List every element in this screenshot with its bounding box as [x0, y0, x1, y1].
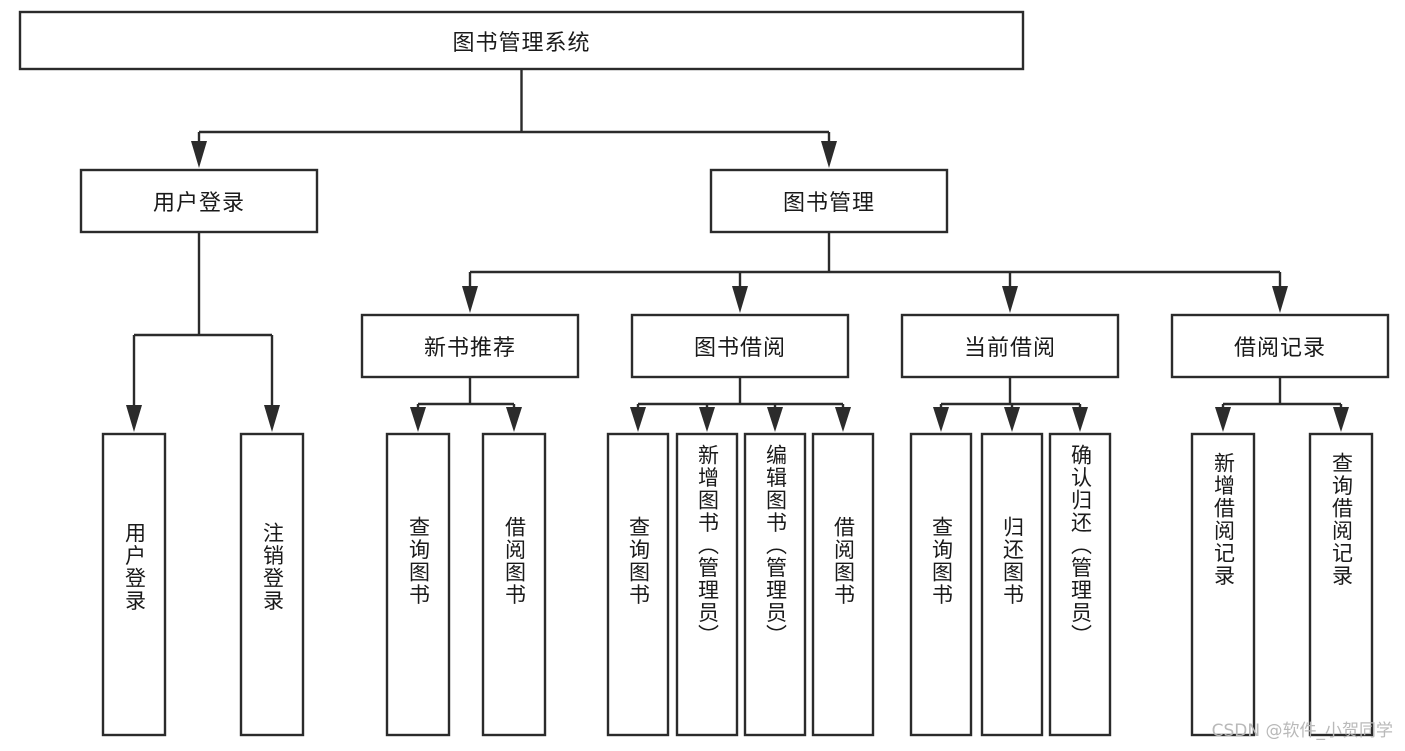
- node-box-bookmgmt[interactable]: [709, 168, 949, 234]
- connector-group-borrow: [630, 377, 851, 432]
- node-box-leaf-record-query[interactable]: [1308, 432, 1374, 737]
- connector-group-current: [933, 377, 1088, 432]
- node-box-leaf-current-query[interactable]: [909, 432, 973, 737]
- connector-group-login: [126, 232, 280, 432]
- arrow-cr-l2: [1004, 407, 1020, 432]
- node-box-leaf-user-login[interactable]: [101, 432, 167, 737]
- node-box-leaf-borrow-edit[interactable]: [743, 432, 807, 737]
- connector-group-root: [191, 69, 837, 168]
- csdn-watermark: CSDN @软件_小贺同学: [1211, 721, 1393, 741]
- arrow-bm-c3: [1002, 286, 1018, 313]
- node-box-root[interactable]: [18, 10, 1025, 71]
- node-box-leaf-new-borrow[interactable]: [481, 432, 547, 737]
- arrow-login-l1: [126, 405, 142, 432]
- arrow-login-l2: [264, 405, 280, 432]
- node-box-borrow[interactable]: [630, 313, 850, 379]
- node-box-current[interactable]: [900, 313, 1120, 379]
- arrow-nb-l2: [506, 407, 522, 432]
- arrow-bm-c4: [1272, 286, 1288, 313]
- node-box-login[interactable]: [79, 168, 319, 234]
- node-box-leaf-current-return[interactable]: [980, 432, 1044, 737]
- arrow-bw-l1: [630, 407, 646, 432]
- node-box-leaf-current-confirm[interactable]: [1048, 432, 1112, 737]
- node-box-newbook[interactable]: [360, 313, 580, 379]
- connector-group-bookmgmt: [462, 232, 1288, 313]
- node-box-leaf-borrow-query[interactable]: [606, 432, 670, 737]
- arrow-bw-l4: [835, 407, 851, 432]
- node-box-leaf-new-query[interactable]: [385, 432, 451, 737]
- connector-group-newbook: [410, 377, 522, 432]
- arrow-rc-l1: [1215, 407, 1231, 432]
- connector-group-records: [1215, 377, 1349, 432]
- arrow-cr-l3: [1072, 407, 1088, 432]
- arrow-bw-l2: [699, 407, 715, 432]
- node-box-leaf-borrow-lend[interactable]: [811, 432, 875, 737]
- node-box-leaf-record-add[interactable]: [1190, 432, 1256, 737]
- arrow-root-to-login: [191, 141, 207, 168]
- node-box-records[interactable]: [1170, 313, 1390, 379]
- node-box-leaf-borrow-add[interactable]: [675, 432, 739, 737]
- arrow-bw-l3: [767, 407, 783, 432]
- arrow-rc-l2: [1333, 407, 1349, 432]
- arrow-bm-c1: [462, 286, 478, 313]
- arrow-cr-l1: [933, 407, 949, 432]
- arrow-bm-c2: [732, 286, 748, 313]
- arrow-root-to-bookmgmt: [821, 141, 837, 168]
- arrow-nb-l1: [410, 407, 426, 432]
- node-box-leaf-user-logout[interactable]: [239, 432, 305, 737]
